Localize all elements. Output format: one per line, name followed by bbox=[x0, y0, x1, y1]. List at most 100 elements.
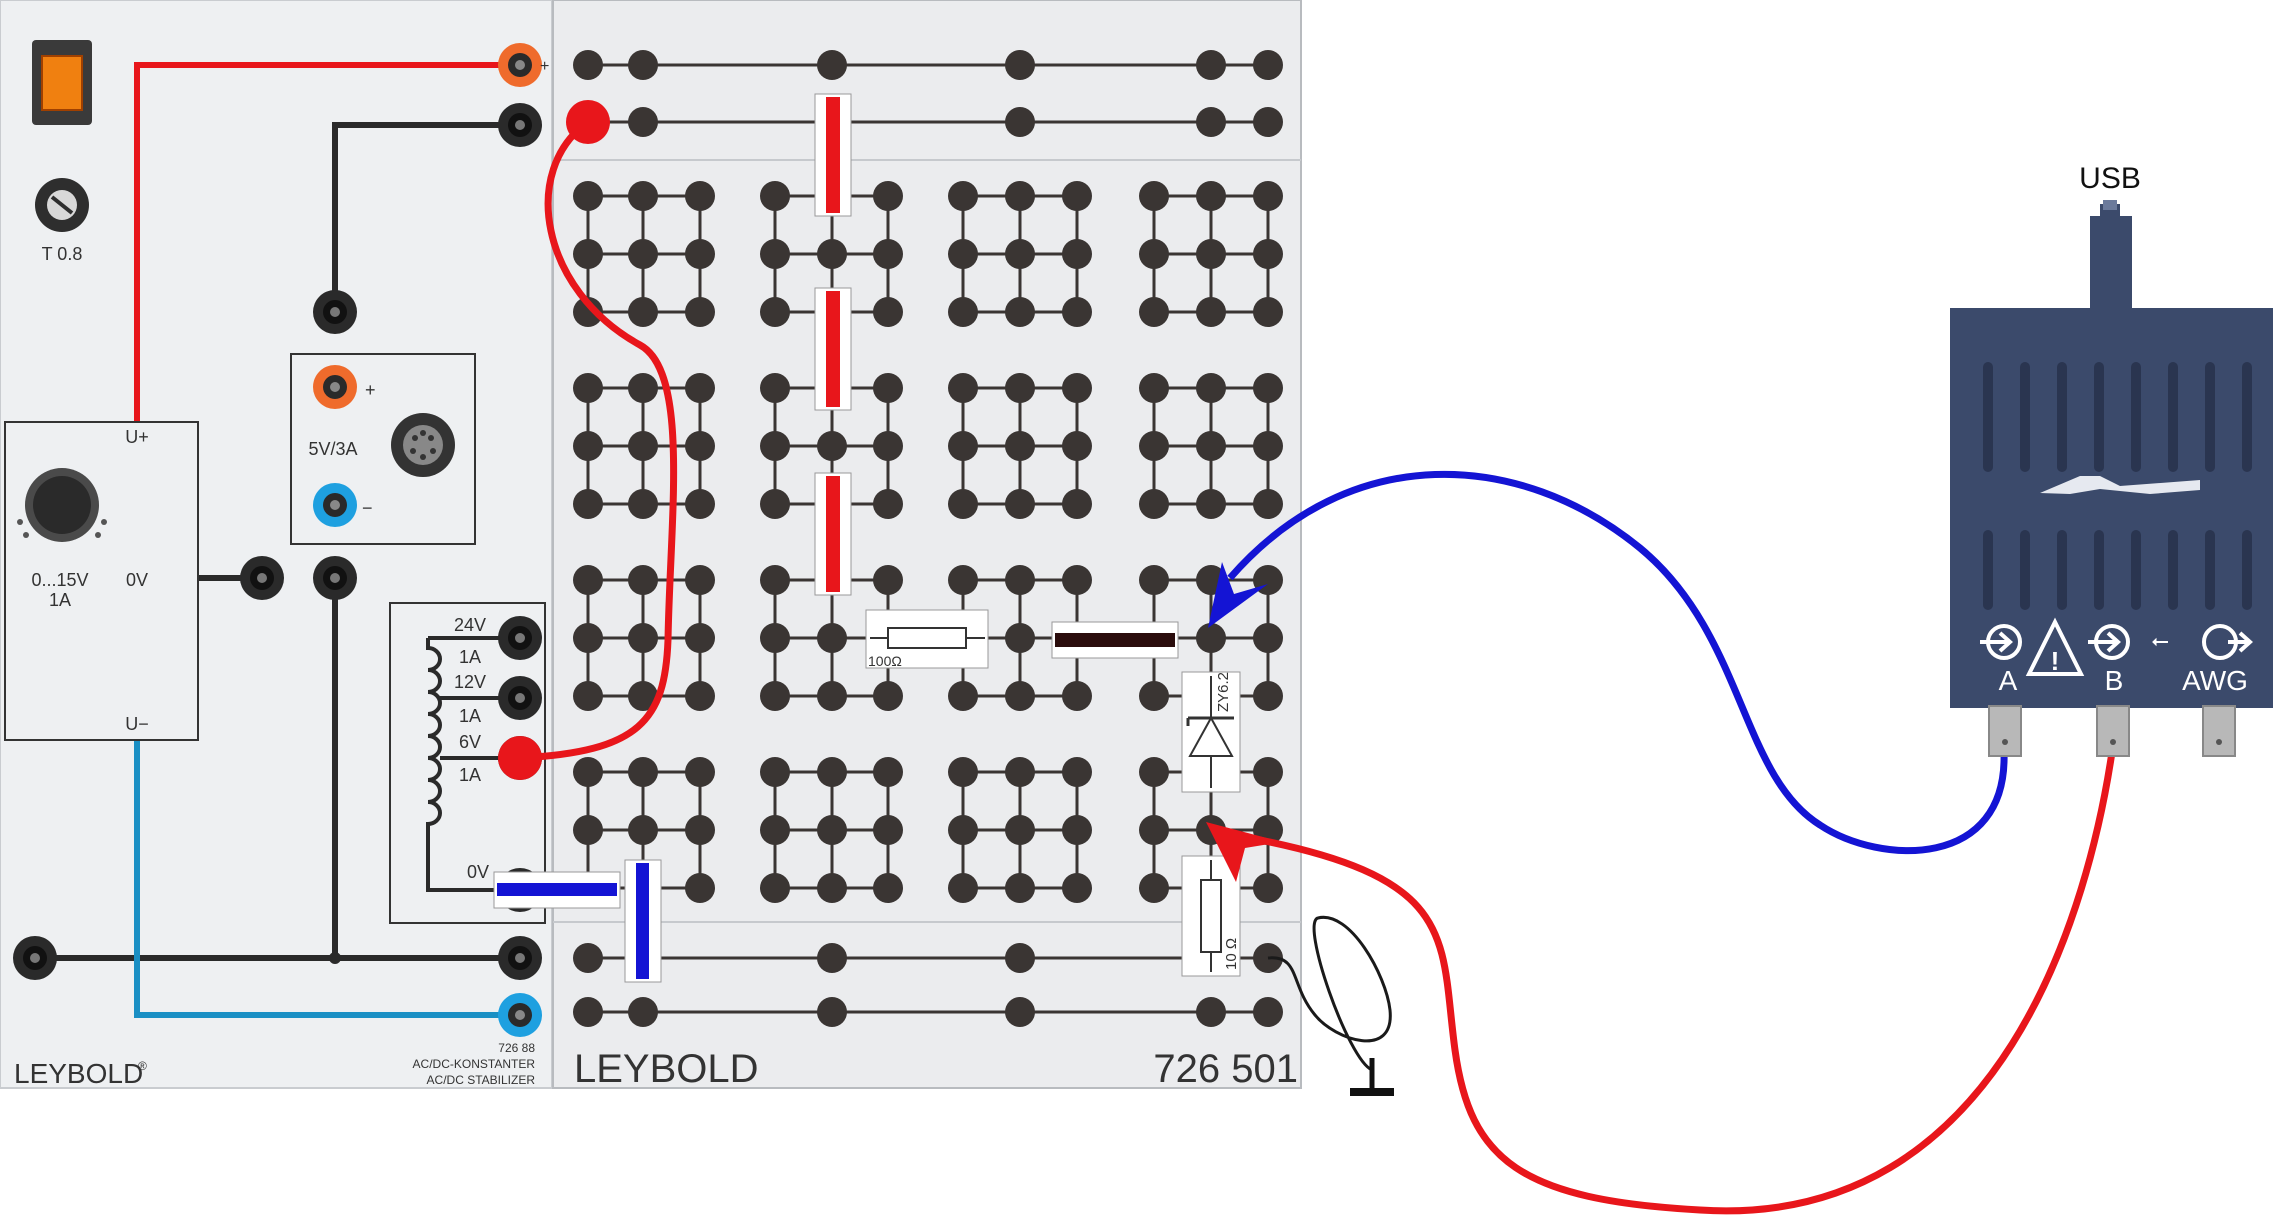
breadboard-socket[interactable] bbox=[685, 373, 715, 403]
breadboard-socket[interactable] bbox=[1005, 373, 1035, 403]
bus-rail-socket[interactable] bbox=[628, 997, 658, 1027]
red-wire-end-bottom[interactable] bbox=[498, 736, 542, 780]
breadboard-socket[interactable] bbox=[685, 681, 715, 711]
socket-ground-right[interactable] bbox=[498, 936, 542, 980]
breadboard-socket[interactable] bbox=[1005, 297, 1035, 327]
breadboard-socket[interactable] bbox=[1253, 373, 1283, 403]
breadboard-socket[interactable] bbox=[817, 757, 847, 787]
breadboard-socket[interactable] bbox=[573, 431, 603, 461]
dark-jumper-horizontal[interactable] bbox=[1051, 621, 1179, 659]
breadboard-socket[interactable] bbox=[817, 239, 847, 269]
red-probe-wire-channel-b[interactable] bbox=[1259, 751, 2116, 1215]
bus-rail-socket[interactable] bbox=[1005, 107, 1035, 137]
blue-probe-wire-channel-a[interactable] bbox=[1227, 470, 2008, 855]
breadboard-socket[interactable] bbox=[760, 239, 790, 269]
socket-black-b[interactable] bbox=[313, 556, 357, 600]
breadboard-socket[interactable] bbox=[948, 681, 978, 711]
breadboard-socket[interactable] bbox=[1062, 873, 1092, 903]
breadboard-socket[interactable] bbox=[1196, 489, 1226, 519]
bus-rail-socket[interactable] bbox=[1196, 50, 1226, 80]
breadboard-socket[interactable] bbox=[1196, 373, 1226, 403]
usb-plug[interactable] bbox=[2090, 216, 2132, 308]
breadboard-socket[interactable] bbox=[1139, 373, 1169, 403]
breadboard-socket[interactable] bbox=[1253, 297, 1283, 327]
breadboard-socket[interactable] bbox=[760, 489, 790, 519]
breadboard-socket[interactable] bbox=[628, 623, 658, 653]
breadboard-socket[interactable] bbox=[1005, 565, 1035, 595]
breadboard-socket[interactable] bbox=[573, 297, 603, 327]
breadboard-socket[interactable] bbox=[1005, 873, 1035, 903]
breadboard-socket[interactable] bbox=[573, 681, 603, 711]
breadboard-socket[interactable] bbox=[628, 757, 658, 787]
breadboard-socket[interactable] bbox=[1196, 181, 1226, 211]
knob-icon[interactable] bbox=[17, 468, 107, 542]
breadboard-socket[interactable] bbox=[948, 873, 978, 903]
socket-24v[interactable] bbox=[498, 616, 542, 660]
breadboard-socket[interactable] bbox=[1005, 489, 1035, 519]
breadboard-socket[interactable] bbox=[948, 239, 978, 269]
power-switch-icon[interactable] bbox=[32, 40, 92, 125]
breadboard-socket[interactable] bbox=[760, 373, 790, 403]
bus-rail-socket[interactable] bbox=[1196, 107, 1226, 137]
breadboard-socket[interactable] bbox=[817, 431, 847, 461]
bus-rail-socket[interactable] bbox=[628, 107, 658, 137]
breadboard-socket[interactable] bbox=[1139, 431, 1169, 461]
breadboard-socket[interactable] bbox=[1253, 757, 1283, 787]
breadboard-socket[interactable] bbox=[873, 181, 903, 211]
red-jumper-lower[interactable] bbox=[814, 472, 852, 596]
blue-jumper-horizontal[interactable] bbox=[493, 871, 621, 909]
bus-rail-socket[interactable] bbox=[1253, 997, 1283, 1027]
bus-rail-socket[interactable] bbox=[1196, 997, 1226, 1027]
resistor-10-ohm[interactable]: 10 Ω bbox=[1181, 855, 1241, 977]
breadboard-socket[interactable] bbox=[628, 181, 658, 211]
breadboard-socket[interactable] bbox=[573, 489, 603, 519]
bus-rail-socket[interactable] bbox=[1253, 107, 1283, 137]
breadboard-socket[interactable] bbox=[948, 815, 978, 845]
breadboard-socket[interactable] bbox=[685, 815, 715, 845]
connector-channel-b[interactable] bbox=[2096, 705, 2130, 757]
blue-jumper-vertical[interactable] bbox=[624, 859, 662, 983]
bus-rail-socket[interactable] bbox=[817, 997, 847, 1027]
socket-ground-left[interactable] bbox=[13, 936, 57, 980]
breadboard-socket[interactable] bbox=[873, 815, 903, 845]
bus-rail-socket[interactable] bbox=[573, 50, 603, 80]
connector-channel-a[interactable] bbox=[1988, 705, 2022, 757]
breadboard-socket[interactable] bbox=[873, 239, 903, 269]
bus-rail-socket[interactable] bbox=[817, 50, 847, 80]
breadboard-socket[interactable] bbox=[873, 757, 903, 787]
socket-0v-variable[interactable] bbox=[240, 556, 284, 600]
red-jumper-middle[interactable] bbox=[814, 287, 852, 411]
socket-plus-output[interactable] bbox=[498, 43, 542, 87]
breadboard-socket[interactable] bbox=[1139, 239, 1169, 269]
bus-rail-socket[interactable] bbox=[573, 943, 603, 973]
breadboard-socket[interactable] bbox=[573, 623, 603, 653]
breadboard-socket[interactable] bbox=[685, 431, 715, 461]
breadboard-socket[interactable] bbox=[1253, 239, 1283, 269]
breadboard-socket[interactable] bbox=[873, 565, 903, 595]
resistor-100-ohm[interactable]: 100Ω bbox=[865, 609, 989, 669]
breadboard-socket[interactable] bbox=[1062, 815, 1092, 845]
breadboard-socket[interactable] bbox=[948, 757, 978, 787]
breadboard-socket[interactable] bbox=[1139, 297, 1169, 327]
breadboard-socket[interactable] bbox=[1196, 297, 1226, 327]
breadboard-socket[interactable] bbox=[1253, 681, 1283, 711]
breadboard-socket[interactable] bbox=[760, 565, 790, 595]
bus-rail-socket[interactable] bbox=[628, 50, 658, 80]
breadboard-socket[interactable] bbox=[760, 623, 790, 653]
bus-rail-socket[interactable] bbox=[1005, 50, 1035, 80]
breadboard-socket[interactable] bbox=[1196, 623, 1226, 653]
breadboard-socket[interactable] bbox=[1062, 181, 1092, 211]
socket-minus-output[interactable] bbox=[498, 103, 542, 147]
red-jumper-top[interactable] bbox=[814, 93, 852, 217]
breadboard-socket[interactable] bbox=[1062, 489, 1092, 519]
breadboard-socket[interactable] bbox=[628, 373, 658, 403]
socket-5v-minus[interactable] bbox=[313, 483, 357, 527]
bus-rail-socket[interactable] bbox=[1253, 50, 1283, 80]
breadboard-socket[interactable] bbox=[628, 431, 658, 461]
breadboard-socket[interactable] bbox=[1005, 757, 1035, 787]
breadboard-socket[interactable] bbox=[760, 431, 790, 461]
breadboard-socket[interactable] bbox=[1139, 681, 1169, 711]
breadboard-socket[interactable] bbox=[1139, 757, 1169, 787]
breadboard-socket[interactable] bbox=[573, 181, 603, 211]
breadboard-socket[interactable] bbox=[948, 489, 978, 519]
